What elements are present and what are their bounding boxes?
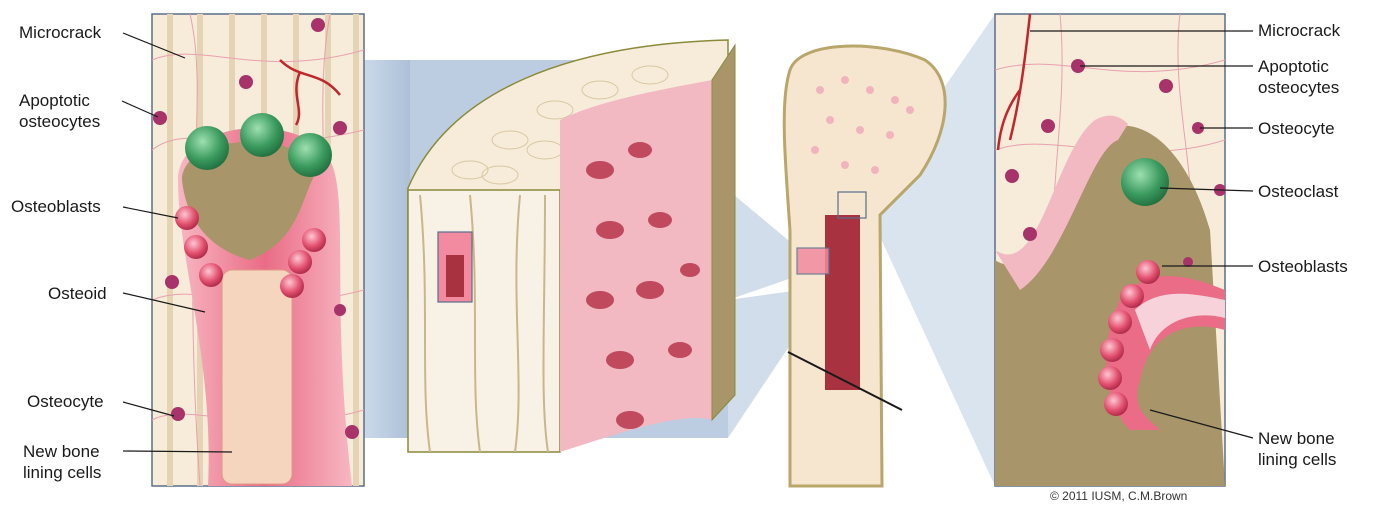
- label-osteocyte-left: Osteocyte: [27, 391, 104, 412]
- label-osteocyte-right: Osteocyte: [1258, 118, 1335, 139]
- left-detail-panel: [152, 14, 364, 486]
- label-apoptotic-osteocytes-left: Apoptotic osteocytes: [19, 90, 100, 132]
- label-microcrack-left: Microcrack: [19, 22, 101, 43]
- label-osteoblasts-left: Osteoblasts: [11, 196, 101, 217]
- label-apoptotic-osteocytes-right: Apoptotic osteocytes: [1258, 56, 1339, 98]
- label-microcrack-right: Microcrack: [1258, 20, 1340, 41]
- label-new-bone-lining-cells-right: New bone lining cells: [1258, 428, 1336, 470]
- label-osteoid-left: Osteoid: [48, 283, 107, 304]
- label-osteoblasts-right: Osteoblasts: [1258, 256, 1348, 277]
- right-detail-panel: [995, 14, 1226, 486]
- label-new-bone-lining-cells-left: New bone lining cells: [23, 441, 101, 483]
- label-osteoclast-right: Osteoclast: [1258, 181, 1338, 202]
- copyright-credit: © 2011 IUSM, C.M.Brown: [1050, 489, 1187, 503]
